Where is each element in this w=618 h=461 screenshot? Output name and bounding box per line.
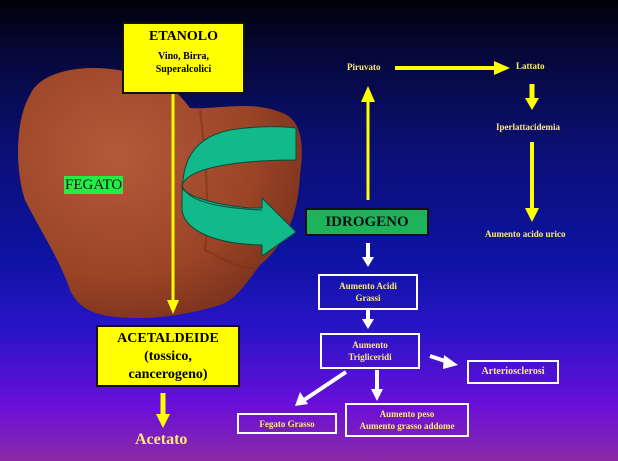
triglycerides-box: Aumento Trigliceridi: [320, 333, 420, 369]
hydrogen-to-pyruvate-arrow: [361, 86, 375, 200]
ethanol-to-acetaldehyde-arrow: [167, 92, 179, 314]
triglycerides-to-arteriosclerosis-arrow: [429, 354, 458, 369]
ethanol-subtitle-2: Superalcolici: [155, 64, 212, 75]
hyperlactacidemia-to-uric-acid-arrow: [525, 142, 539, 222]
acetate-label: Acetato: [135, 431, 188, 448]
triglycerides-to-fatty-liver-arrow: [295, 370, 348, 406]
pyruvate-label: Piruvato: [347, 62, 381, 72]
fatty-liver-label: Fegato Grasso: [259, 418, 315, 429]
liver-label: FEGATO: [64, 176, 124, 194]
ethanol-box: ETANOLO Vino, Birra, Superalcolici: [122, 22, 245, 94]
hydrogen-label: IDROGENO: [325, 214, 409, 230]
acetaldehyde-line3: cancerogeno): [128, 367, 208, 382]
arteriosclerosis-label: Arteriosclerosi: [481, 366, 545, 377]
triglycerides-line1: Aumento: [352, 340, 388, 350]
acetaldehyde-box: ACETALDEIDE (tossico, cancerogeno): [96, 325, 240, 387]
acetaldehyde-title: ACETALDEIDE: [117, 331, 219, 346]
pyruvate-to-lactate-arrow: [395, 61, 510, 75]
ethanol-subtitle-1: Vino, Birra,: [157, 51, 209, 62]
uric-acid-label: Aumento acido urico: [485, 229, 566, 239]
weight-gain-line1: Aumento peso: [379, 409, 435, 419]
lactate-label: Lattato: [516, 61, 545, 71]
acetaldehyde-line2: (tossico,: [144, 349, 192, 364]
lactate-to-hyperlactacidemia-arrow: [525, 84, 539, 110]
weight-gain-box: Aumento peso Aumento grasso addome: [345, 403, 469, 437]
hyperlactacidemia-label: Iperlattacidemia: [496, 122, 560, 132]
fatty-liver-box: Fegato Grasso: [237, 413, 337, 434]
fatty-acids-line1: Aumento Acidi: [339, 281, 397, 291]
triglycerides-line2: Trigliceridi: [348, 352, 392, 362]
weight-gain-line2: Aumento grasso addome: [359, 421, 455, 431]
triglycerides-to-weight-arrow: [371, 370, 383, 401]
fatty-acids-box: Aumento Acidi Grassi: [318, 274, 418, 310]
hydrogen-to-fatty-acids-arrow: [362, 243, 374, 267]
fatty-acids-to-triglycerides-arrow: [362, 310, 374, 329]
arteriosclerosis-box: Arteriosclerosi: [467, 360, 559, 384]
acetaldehyde-to-acetate-arrow: [156, 393, 170, 428]
ethanol-title: ETANOLO: [149, 29, 218, 44]
fatty-acids-line2: Grassi: [355, 293, 381, 303]
hydrogen-box: IDROGENO: [305, 208, 429, 236]
